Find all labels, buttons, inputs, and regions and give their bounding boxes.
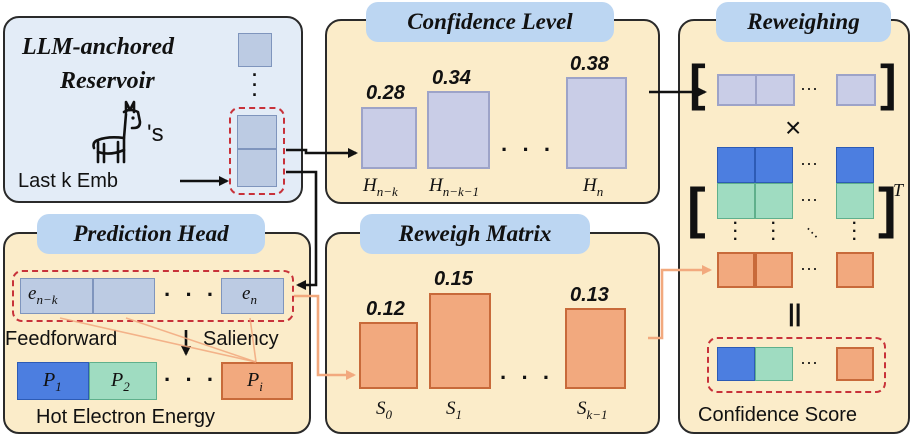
multiply-sign: × <box>785 112 802 143</box>
prediction-head-panel <box>3 232 311 434</box>
right-bracket-matrix: ] <box>878 176 897 239</box>
reservoir-title-line2: Reservoir <box>60 68 155 94</box>
reweighing-title: Reweighing <box>716 2 891 42</box>
confidence-level-title: Confidence Level <box>366 2 614 42</box>
matrix-r1-ellipsis: ··· <box>800 153 818 173</box>
arrow-saliency-3 <box>249 317 257 363</box>
reservoir-possessive: 's <box>147 120 164 147</box>
reweigh-bar-3-value: 0.13 <box>570 284 609 306</box>
prediction-emb-first <box>20 278 93 314</box>
conf-vector-cell-last <box>836 74 876 106</box>
score-cell-2 <box>755 347 793 381</box>
matrix-r2-ellipsis: ··· <box>800 189 818 209</box>
prediction-embedding-highlight <box>12 270 294 322</box>
confidence-ellipsis: · · · <box>501 137 556 162</box>
prediction-emb-last-label: en <box>242 283 257 307</box>
prediction-head-title: Prediction Head <box>37 214 265 254</box>
confidence-score-highlight <box>707 337 886 393</box>
llama-icon <box>92 100 142 164</box>
prediction-emb-middle <box>93 278 155 314</box>
feedforward-label: Feedforward <box>5 328 118 350</box>
confidence-bar-1 <box>361 107 417 169</box>
equals-sign: || <box>788 300 802 327</box>
reweigh-bar-3 <box>565 308 626 389</box>
score-cell-1 <box>717 347 755 381</box>
confidence-bar-1-label: Hn−k <box>363 175 398 199</box>
reweigh-bar-2-label: S1 <box>446 398 462 422</box>
output-pi <box>221 362 293 400</box>
confidence-bar-1-value: 0.28 <box>366 82 405 104</box>
output-ellipsis: · · · <box>164 367 219 392</box>
prediction-emb-ellipsis: · · · <box>164 282 219 307</box>
reweigh-bar-1-value: 0.12 <box>366 298 405 320</box>
arrow-prediction-to-reweigh <box>294 294 356 380</box>
confidence-bar-2 <box>427 91 490 169</box>
reservoir-last-k-cell-1 <box>237 115 277 149</box>
output-p1-label: P1 <box>43 369 62 394</box>
score-ellipsis: ··· <box>800 352 818 372</box>
confidence-bar-2-value: 0.34 <box>432 67 471 89</box>
matrix-r1-c3 <box>836 147 874 183</box>
confidence-bar-2-label: Hn−k−1 <box>429 175 480 199</box>
reweigh-ellipsis: · · · <box>500 365 555 390</box>
reservoir-title-line1: LLM-anchored <box>22 34 174 60</box>
reweigh-matrix-title: Reweigh Matrix <box>360 214 590 254</box>
reservoir-top-cell <box>238 33 272 67</box>
arrow-saliency-2 <box>125 317 257 363</box>
matrix-r3-ellipsis: ··· <box>800 258 818 278</box>
matrix-col2-vdots: ··· <box>771 215 777 248</box>
arrow-reweigh-to-reweighing <box>648 265 712 340</box>
reweigh-bar-1 <box>359 322 418 389</box>
reweigh-bar-1-label: S0 <box>376 398 392 422</box>
matrix-r1-c2 <box>755 147 793 183</box>
output-p2 <box>89 362 157 400</box>
matrix-col1-vdots: ··· <box>733 215 739 248</box>
matrix-r3-c2 <box>755 252 793 288</box>
vertical-ellipsis: ··· <box>252 65 258 105</box>
confidence-bar-3-label: Hn <box>583 175 604 199</box>
reservoir-last-k-cell-2 <box>237 149 277 187</box>
left-bracket-matrix: [ <box>687 176 706 239</box>
output-pi-label: Pi <box>247 369 263 394</box>
confidence-bar-3-value: 0.38 <box>570 53 609 75</box>
matrix-r3-c1 <box>717 252 755 288</box>
confidence-bar-3 <box>566 77 627 169</box>
arrow-reservoir-to-confidence <box>286 148 358 158</box>
arrow-saliency-1 <box>59 317 257 363</box>
confidence-score-label: Confidence Score <box>698 404 857 426</box>
transpose-superscript: T <box>893 180 904 200</box>
last-k-emb-label: Last k Emb <box>18 170 119 192</box>
matrix-r2-c1 <box>717 183 755 219</box>
conf-vector-ellipsis: ··· <box>800 78 818 98</box>
matrix-col3-vdots: ··· <box>852 215 858 248</box>
matrix-r2-c3 <box>836 183 874 219</box>
reweigh-bar-3-label: Sk−1 <box>577 398 608 422</box>
arrow-reservoir-to-prediction <box>286 170 318 290</box>
matrix-r3-c3 <box>836 252 874 288</box>
prediction-emb-last <box>221 278 284 314</box>
saliency-label: Saliency <box>203 328 279 350</box>
conf-vector-cell-2 <box>755 74 795 106</box>
score-cell-last <box>836 347 874 381</box>
prediction-emb-first-label: en−k <box>28 283 58 307</box>
reweigh-bar-2-value: 0.15 <box>434 268 473 290</box>
reservoir-last-k-highlight <box>229 107 285 195</box>
matrix-r1-c1 <box>717 147 755 183</box>
output-p2-label: P2 <box>111 369 130 394</box>
hot-electron-energy-label: Hot Electron Energy <box>36 406 215 428</box>
right-bracket-top: ] <box>880 55 897 111</box>
matrix-r2-c2 <box>755 183 793 219</box>
output-p1 <box>17 362 89 400</box>
reweigh-bar-2 <box>429 293 491 389</box>
